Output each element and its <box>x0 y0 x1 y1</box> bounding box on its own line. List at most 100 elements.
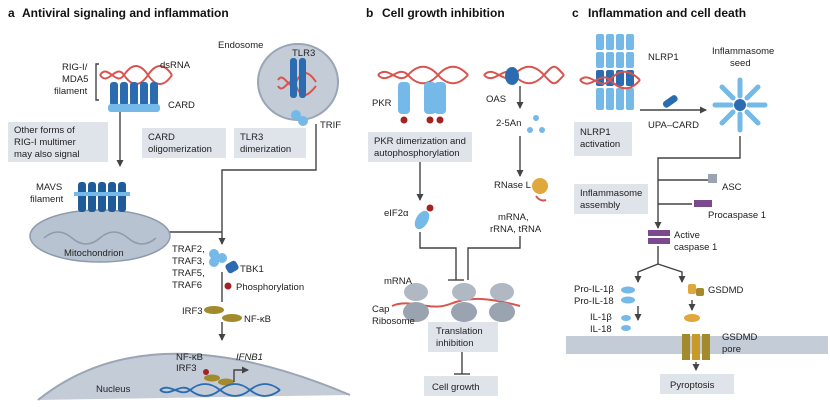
inhibit-rnasel <box>467 236 521 280</box>
inflammasome-assembly-box <box>574 184 648 214</box>
active-caspase-line1: Active <box>674 230 700 241</box>
rnasel-label: RNase L <box>494 180 531 191</box>
panel-c: c Inflammation and cell death NLRP1 Infl… <box>566 6 828 394</box>
asc-shape <box>708 174 717 183</box>
tlr3-dimerization-box <box>234 128 306 158</box>
il18-label: IL-18 <box>590 324 612 335</box>
rig-i-filament <box>108 82 160 112</box>
oas-label: OAS <box>486 94 506 105</box>
panel-c-title: Inflammation and cell death <box>588 6 746 20</box>
other-forms-box <box>8 122 108 162</box>
twofive-dots <box>527 115 545 133</box>
panel-a-letter: a <box>8 6 15 20</box>
tbk1-shape <box>225 260 239 274</box>
card-olig-line1: CARD <box>148 132 175 143</box>
mavs-filament <box>74 182 130 212</box>
il1b-label: IL-1β <box>590 312 612 323</box>
traf-complex <box>209 249 227 267</box>
nucleus-label: Nucleus <box>96 384 131 395</box>
twofive-label: 2-5An <box>496 118 521 129</box>
nucleus-nfkb-label: NF-κB <box>176 352 203 363</box>
nlrp1act-line2: activation <box>580 139 620 150</box>
traf3-label: TRAF3, <box>172 256 205 267</box>
nuclear-dna <box>159 383 281 397</box>
rna-line1: mRNA, <box>498 212 529 223</box>
pkr-dimerization-box <box>368 132 472 162</box>
nucleus-shape <box>37 352 351 401</box>
irf3-label: IRF3 <box>182 306 203 317</box>
rig-bracket <box>95 63 99 101</box>
cap-label: Cap <box>372 304 389 315</box>
mitochondrion <box>29 209 171 263</box>
endosome <box>257 43 339 126</box>
traf5-label: TRAF5, <box>172 268 205 279</box>
mavs-label-1: MAVS <box>36 182 62 193</box>
inhibit-eif2a <box>419 232 457 280</box>
tlr3-dim-line2: dimerization <box>240 144 291 155</box>
nucleus-irf3-label: IRF3 <box>176 363 197 374</box>
dsrna-label: dsRNA <box>160 60 191 71</box>
inflammasome-seed <box>712 77 768 133</box>
irf3-shape <box>204 306 224 314</box>
other-forms-line3: may also signal <box>14 149 79 160</box>
gsdmd-pore-line1: GSDMD <box>722 332 758 343</box>
gsdmd-pore <box>682 334 710 360</box>
nlrp1-label: NLRP1 <box>648 52 679 63</box>
rna-line2: rRNA, tRNA <box>490 224 542 235</box>
tlr3-label: TLR3 <box>292 48 315 59</box>
il1b-shape <box>621 315 631 321</box>
pro-il18-label: Pro-IL-18 <box>574 296 614 307</box>
procaspase-label: Procaspase 1 <box>708 210 766 221</box>
upa-card-shape <box>662 95 678 108</box>
ifnb1-label: IFNB1 <box>236 352 263 363</box>
arrow-to-il <box>634 263 659 283</box>
asc-label: ASC <box>722 182 742 193</box>
inflammasome-seed-line2: seed <box>730 58 751 69</box>
inflammasome-seed-line1: Inflammasome <box>712 46 774 57</box>
inflasm-line1: Inflammasome <box>580 188 642 199</box>
pkrdim-line1: PKR dimerization and <box>374 136 466 147</box>
ribosome-label: Ribosome <box>372 316 415 327</box>
translation-inhibition-box <box>428 322 498 352</box>
phosphorylation-label: Phosphorylation <box>236 282 304 293</box>
panel-a-title: Antiviral signaling and inflammation <box>22 6 229 20</box>
rnasel-cleaved-rna <box>535 195 547 202</box>
arrow-trif-to-traf <box>218 124 317 245</box>
traf2-label: TRAF2, <box>172 244 205 255</box>
panel-b: b Cell growth inhibition PKR OAS 2-5An <box>366 6 565 396</box>
panel-b-title: Cell growth inhibition <box>382 6 505 20</box>
card-olig-line2: oligomerization <box>148 144 212 155</box>
card-oligomerization-box <box>142 128 226 158</box>
nfkb-shape <box>222 314 242 322</box>
pkr-label: PKR <box>372 98 392 109</box>
inflasm-line2: assembly <box>580 200 620 211</box>
rnasel-shape <box>532 178 548 194</box>
arrow-seed-to-caspase <box>654 136 741 229</box>
arrow-to-gsdmd <box>657 263 686 283</box>
eif2a-phospho-dot <box>426 204 434 212</box>
card-label: CARD <box>168 100 195 111</box>
pro-il1b-label: Pro-IL-1β <box>574 284 614 295</box>
active-caspase-line2: caspase 1 <box>674 242 717 253</box>
transl-line2: inhibition <box>436 338 474 349</box>
tlr3-dim-line1: TLR3 <box>240 132 263 143</box>
gsdmd-pore-line2: pore <box>722 344 741 355</box>
tbk1-label: TBK1 <box>240 264 264 275</box>
nucleus-phospho-dot <box>203 369 209 375</box>
panel-c-letter: c <box>572 6 579 20</box>
pkr-dsrna <box>377 65 469 85</box>
eif2a-label: eIF2α <box>384 208 409 219</box>
mavs-label-2: filament <box>30 194 64 205</box>
gsdmd-nterm-shape <box>684 314 700 322</box>
procaspase-shape <box>694 200 712 207</box>
traf6-label: TRAF6 <box>172 280 202 291</box>
mitochondrion-label: Mitochondrion <box>64 248 124 259</box>
other-forms-line1: Other forms of <box>14 125 75 136</box>
nucleus-irf3-shape <box>204 374 220 382</box>
panel-a: a Antiviral signaling and inflammation d… <box>8 6 351 401</box>
pkrdim-line2: autophosphorylation <box>374 148 460 159</box>
pyroptosis-box <box>660 374 734 394</box>
oas-dsrna <box>483 65 565 85</box>
rig-label-2: MDA5 <box>62 74 88 85</box>
